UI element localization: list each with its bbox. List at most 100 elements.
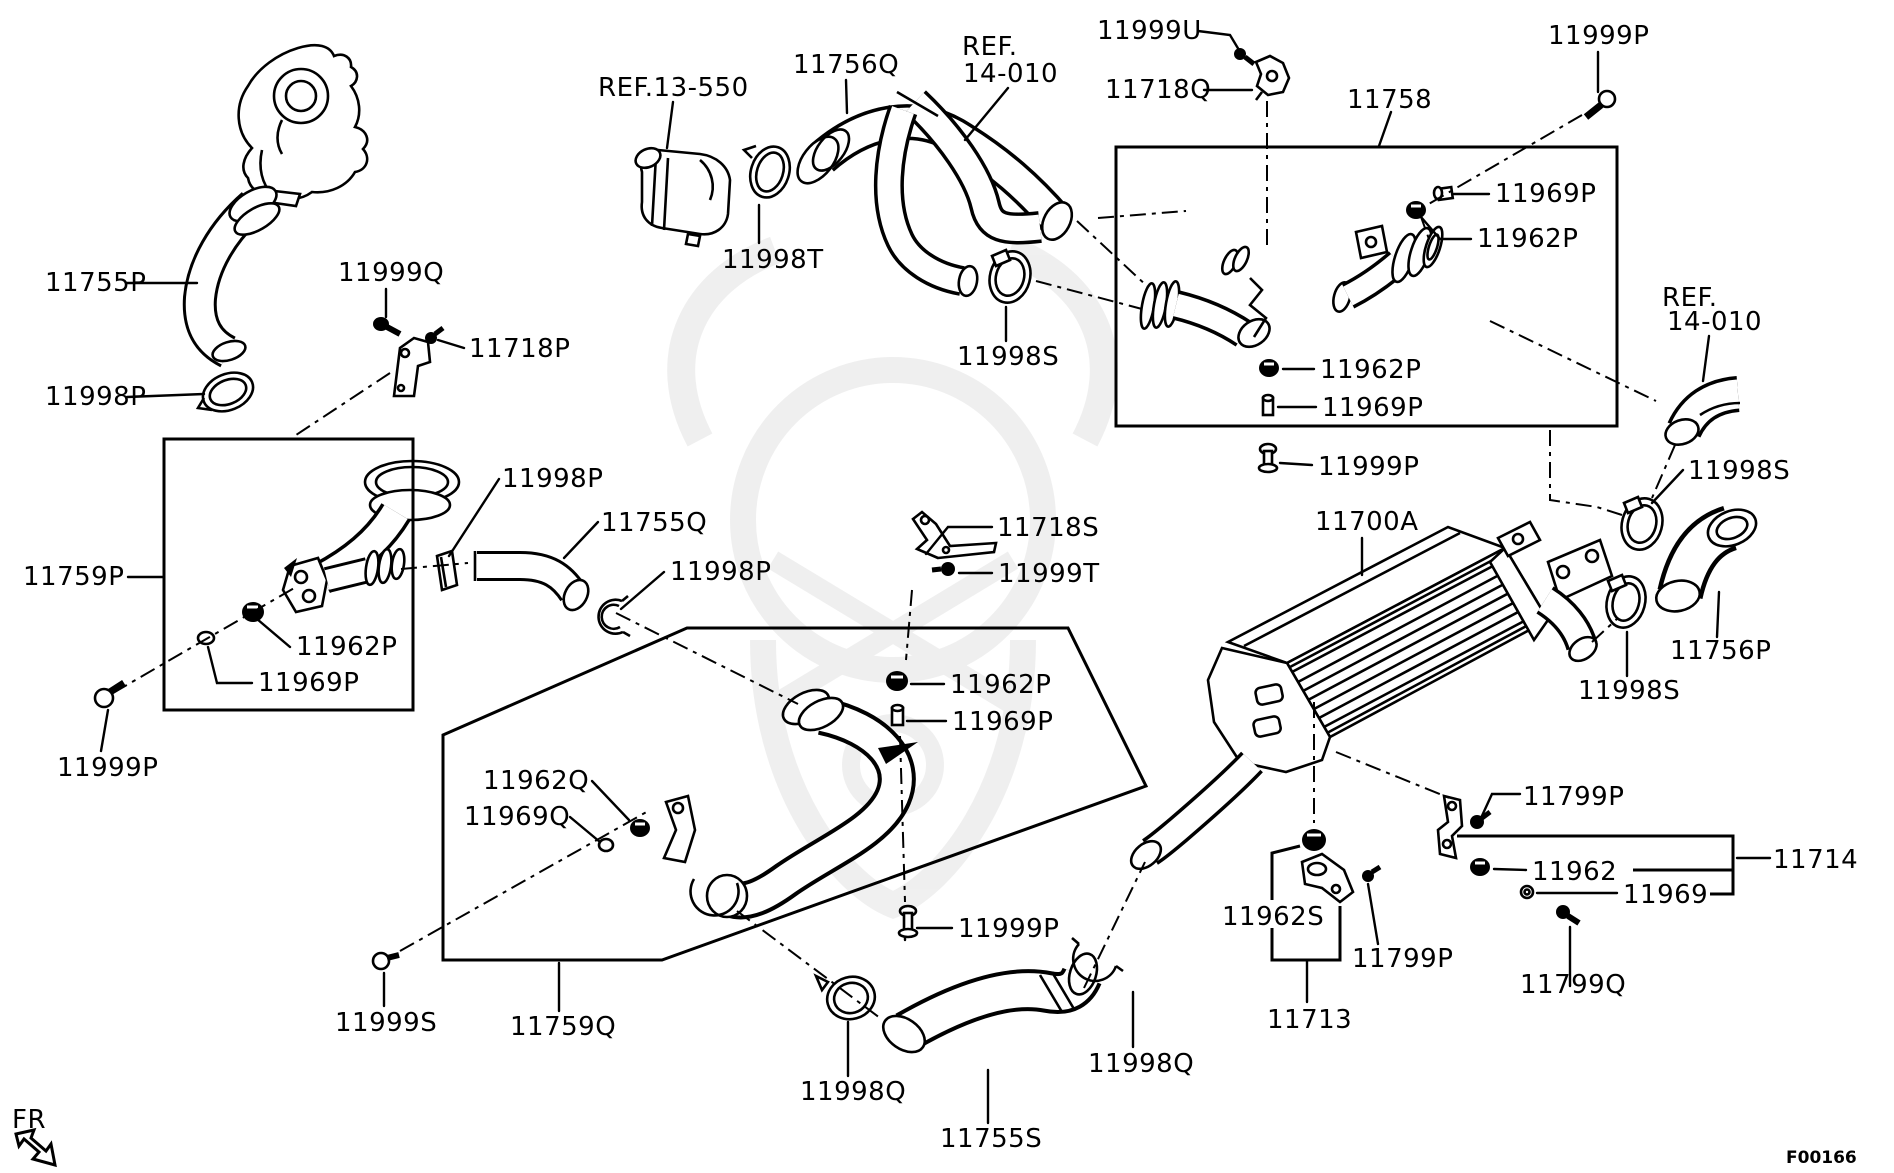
callout-11998p-turbo: 11998P bbox=[45, 382, 146, 412]
flange-hole bbox=[1584, 548, 1600, 564]
bolt-washer bbox=[1257, 462, 1279, 474]
callout-11799q: 11799Q bbox=[1520, 970, 1626, 1000]
callout-11998p-band: 11998P bbox=[502, 464, 603, 494]
center-lines bbox=[112, 101, 1676, 1019]
bolt-11999p-bottom bbox=[897, 904, 919, 939]
clamp-ring-inner bbox=[1626, 503, 1658, 545]
clamp-ring-outer bbox=[748, 145, 792, 199]
parts-artwork bbox=[93, 43, 1758, 1054]
bracket-arm-11713 bbox=[1300, 852, 1355, 904]
body-lines bbox=[650, 155, 670, 231]
bolt-11999t bbox=[931, 562, 955, 576]
bushing-11969p-middle bbox=[890, 703, 905, 727]
c-clip bbox=[689, 878, 740, 917]
bracket-plate bbox=[911, 510, 998, 560]
hose-ref14010-right bbox=[1664, 376, 1741, 446]
stub bbox=[634, 146, 662, 170]
leader-line bbox=[125, 392, 206, 399]
cring-inner bbox=[600, 603, 621, 631]
tube-fill bbox=[185, 194, 263, 365]
bracket-hole bbox=[941, 545, 951, 555]
leader-line bbox=[844, 78, 849, 115]
leader-line bbox=[99, 708, 110, 753]
leader-line bbox=[1419, 215, 1473, 241]
tube2-fill bbox=[877, 106, 965, 293]
callout-11998p-cring: 11998P bbox=[670, 557, 771, 587]
callout-11718p: 11718P bbox=[469, 334, 570, 364]
clamp-11998s-top bbox=[988, 248, 1032, 304]
mount-11962s-11713 bbox=[1300, 829, 1382, 904]
fr-direction-label: FR bbox=[12, 1105, 46, 1135]
bracket-hole bbox=[1441, 838, 1453, 850]
callout-ref-14-010-top-line2: 14-010 bbox=[963, 59, 1058, 89]
callout-11755q: 11755Q bbox=[601, 508, 707, 538]
center-line bbox=[1083, 861, 1146, 989]
open-end-left bbox=[881, 1014, 927, 1054]
callout-11755p: 11755P bbox=[45, 268, 146, 298]
callout-11718s: 11718S bbox=[997, 513, 1099, 543]
leader-line bbox=[1366, 882, 1380, 946]
center-line bbox=[1426, 114, 1583, 206]
callout-11999p-left: 11999P bbox=[57, 753, 158, 783]
pipe-end bbox=[390, 547, 406, 581]
callout-11700a: 11700A bbox=[1315, 507, 1419, 537]
flange-wedge bbox=[878, 742, 918, 764]
center-line bbox=[399, 809, 651, 952]
bushing-11969q bbox=[597, 837, 615, 853]
callout-11759p: 11759P bbox=[23, 562, 124, 592]
leader-line bbox=[1278, 461, 1314, 467]
figure-code: F00166 bbox=[1786, 1148, 1857, 1168]
grommet-11962p bbox=[1406, 201, 1426, 219]
turbo-inlet-inner bbox=[284, 79, 318, 113]
callout-11999p-topright: 11999P bbox=[1548, 21, 1649, 51]
callout-11962p-rightbox: 11962P bbox=[1320, 355, 1421, 385]
bolt-shaft bbox=[931, 566, 942, 573]
grommet-11962s bbox=[1302, 829, 1326, 851]
leader-line bbox=[562, 520, 600, 560]
callout-11962s: 11962S bbox=[1222, 902, 1324, 932]
leader-lines bbox=[99, 29, 1772, 1125]
callout-11998s-top: 11998S bbox=[957, 342, 1059, 372]
clamp-11998p-cring bbox=[597, 595, 631, 638]
bracket-tab bbox=[1254, 91, 1264, 101]
bolt-11799q-shaft bbox=[1566, 913, 1581, 926]
arrow-outline bbox=[14, 1127, 57, 1168]
clamp-band-lower bbox=[233, 201, 281, 237]
tab bbox=[684, 232, 702, 248]
box-11759p bbox=[162, 437, 415, 712]
tube-fill bbox=[897, 968, 1098, 1047]
bead-ring bbox=[1231, 245, 1251, 273]
open-end bbox=[1040, 201, 1074, 241]
clamp-screw-housing bbox=[990, 248, 1012, 268]
hose-11755s bbox=[881, 952, 1102, 1054]
clamp-ring-inner bbox=[994, 256, 1026, 298]
leader-line bbox=[1479, 792, 1522, 820]
bushing-hole bbox=[1523, 888, 1531, 896]
bracket-11714-outline bbox=[1457, 834, 1735, 896]
leader-line bbox=[665, 100, 675, 150]
bracket-hole bbox=[396, 383, 406, 393]
center-line bbox=[112, 586, 297, 694]
fr-direction-arrow-icon bbox=[14, 1127, 57, 1168]
clamp-ring-inner bbox=[832, 981, 870, 1015]
bracket-hole bbox=[919, 514, 931, 526]
clamp-11998s-right-lower bbox=[1605, 573, 1647, 629]
tube-fill bbox=[726, 701, 912, 916]
grommet-11962 bbox=[1470, 858, 1490, 876]
open-end-right bbox=[1067, 952, 1099, 996]
bolt-11799p-2 bbox=[1362, 870, 1374, 882]
callout-11714: 11714 bbox=[1773, 845, 1858, 875]
stay-hole bbox=[1364, 235, 1378, 249]
center-line bbox=[1489, 320, 1657, 402]
callout-11999p-rightbox: 11999P bbox=[1318, 452, 1419, 482]
core-fins bbox=[1289, 550, 1546, 735]
callout-ref-14-010-right-line1: REF. bbox=[1662, 283, 1718, 313]
inner-line bbox=[1699, 401, 1741, 417]
left-end-tank bbox=[1206, 646, 1332, 774]
watermark-horn-left bbox=[667, 236, 781, 447]
leader-line bbox=[924, 525, 994, 556]
callout-11718q: 11718Q bbox=[1105, 75, 1211, 105]
bracket-zigzag bbox=[1248, 277, 1268, 338]
